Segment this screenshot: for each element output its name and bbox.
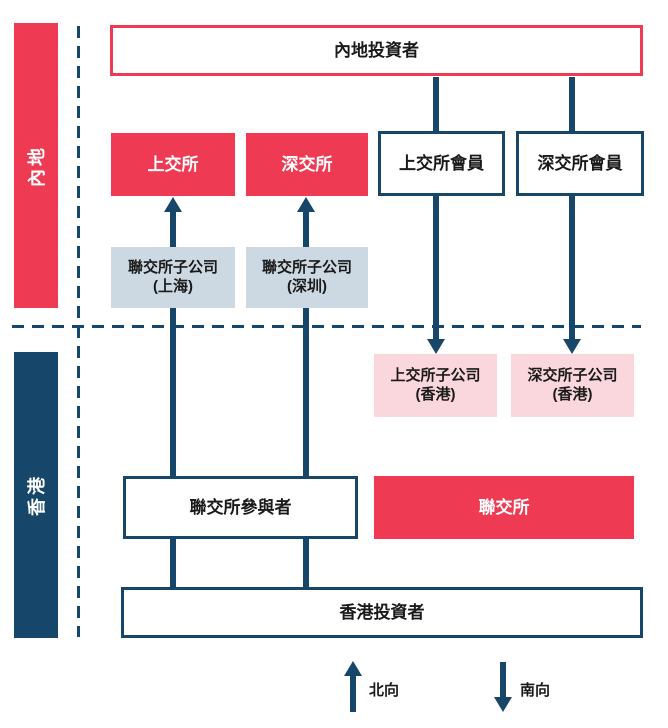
node-sehk-subsidiary-shenzhen-line1: 聯交所子公司	[261, 258, 352, 276]
node-szse-subsidiary-hk-line1: 深交所子公司	[527, 366, 618, 384]
node-sehk-participants: 聯交所參與者	[123, 476, 358, 539]
northbound-arrowhead-szse	[297, 197, 315, 212]
node-szse: 深交所	[246, 133, 368, 196]
node-sehk-subsidiary-shanghai-line2: (上海)	[153, 277, 193, 295]
southbound-line-sse	[433, 77, 439, 340]
legend-southbound-arrow-icon	[494, 697, 512, 712]
node-sehk-subsidiary-shanghai-line1: 聯交所子公司	[127, 258, 218, 276]
node-sse-subsidiary-hk: 上交所子公司 (香港)	[374, 354, 497, 417]
node-szse-subsidiary-hk-line2: (香港)	[552, 385, 593, 403]
border-dashed-divider	[12, 325, 641, 328]
legend-northbound-arrow-icon	[344, 661, 362, 676]
node-hk-investors: 香港投資者	[121, 587, 643, 638]
southbound-line-szse	[569, 77, 575, 340]
hongkong-region-label: 香港	[27, 474, 47, 516]
node-sehk-participants-label: 聯交所參與者	[189, 497, 292, 517]
legend-northbound-label: 北向	[369, 682, 400, 699]
node-szse-subsidiary-hk: 深交所子公司 (香港)	[511, 354, 634, 417]
node-mainland-investors: 內地投資者	[110, 25, 643, 76]
node-sehk-subsidiary-shenzhen-line2: (深圳)	[287, 277, 327, 295]
hongkong-region-bar: 香港	[14, 352, 58, 638]
northbound-line-sse	[170, 208, 176, 587]
node-sse-members: 上交所會員	[378, 131, 505, 196]
node-sehk-subsidiary-shanghai: 聯交所子公司 (上海)	[111, 247, 235, 308]
vertical-dashed-divider	[77, 26, 80, 637]
node-sse-members-label: 上交所會員	[399, 153, 484, 173]
node-szse-members: 深交所會員	[516, 131, 644, 196]
node-sse-subsidiary-hk-line1: 上交所子公司	[390, 366, 481, 384]
node-sehk: 聯交所	[374, 476, 634, 539]
northbound-line-szse	[303, 208, 309, 587]
mainland-region-bar: 內地	[14, 23, 58, 308]
node-sse-label: 上交所	[147, 154, 199, 174]
node-sehk-subsidiary-shenzhen: 聯交所子公司 (深圳)	[246, 247, 368, 308]
node-hk-investors-label: 香港投資者	[339, 602, 425, 622]
legend-northbound-arrow-shaft	[350, 675, 356, 712]
node-sehk-label: 聯交所	[478, 497, 530, 517]
node-mainland-investors-label: 內地投資者	[334, 40, 419, 60]
node-sse: 上交所	[111, 133, 235, 196]
northbound-arrowhead-sse	[164, 197, 182, 212]
southbound-arrowhead-szse	[563, 339, 581, 354]
node-szse-label: 深交所	[281, 154, 333, 174]
node-sse-subsidiary-hk-line2: (香港)	[415, 385, 456, 403]
node-szse-members-label: 深交所會員	[537, 153, 623, 173]
legend-southbound-label: 南向	[520, 682, 551, 699]
legend-southbound-arrow-shaft	[500, 662, 506, 698]
southbound-arrowhead-sse	[427, 339, 445, 354]
mainland-region-label: 內地	[27, 144, 47, 187]
